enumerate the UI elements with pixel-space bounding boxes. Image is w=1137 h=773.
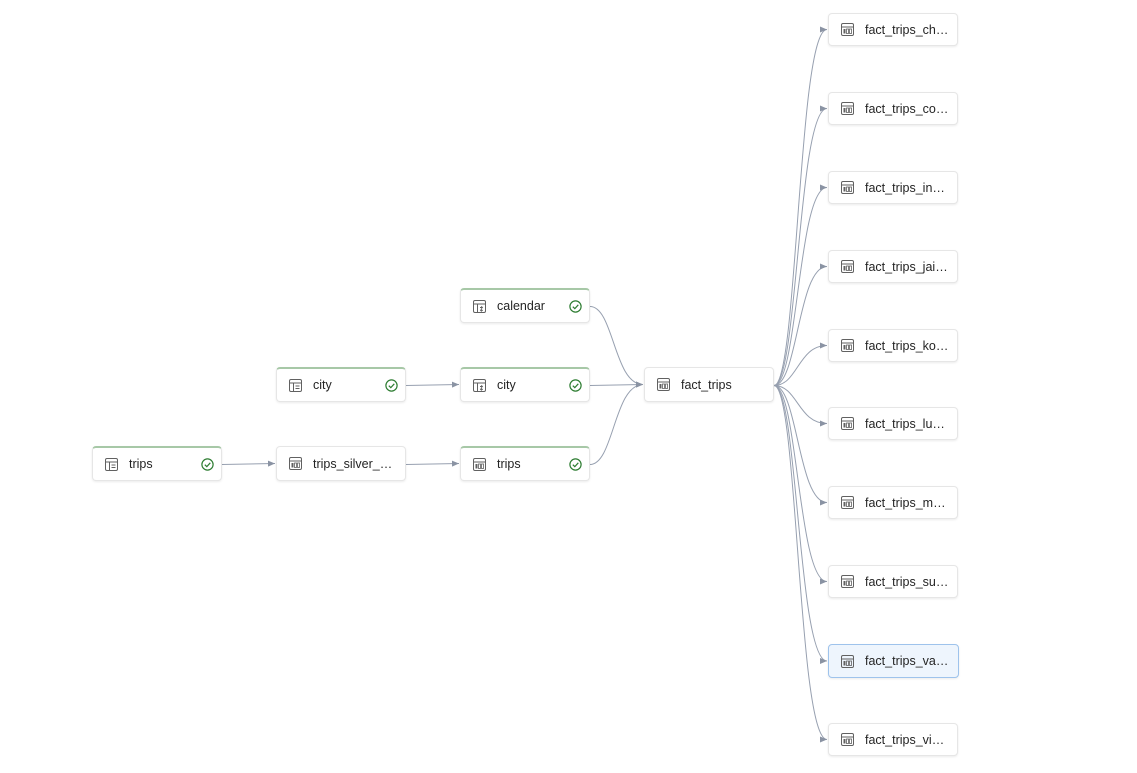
node-label: fact_trips_chandigarh [865, 22, 957, 37]
table-icon [287, 456, 303, 472]
table-icon [839, 338, 855, 354]
edge-fact_trips-to-out-5 [773, 385, 828, 427]
lookup-table-icon [471, 377, 487, 393]
node-fact-trips-visakhapatnam[interactable]: fact_trips_visakhapatnam [828, 723, 958, 756]
edge-fact_trips-to-out-0 [773, 26, 828, 386]
node-trips-source[interactable]: trips [92, 446, 222, 481]
edge-fact_trips-to-out-1 [773, 105, 828, 386]
edge-fact_trips-to-out-6 [773, 385, 828, 506]
node-label: fact_trips_surat [865, 574, 951, 589]
node-city[interactable]: city [460, 367, 590, 402]
node-label: city [497, 378, 516, 392]
node-label: fact_trips_kochi [865, 338, 952, 353]
edge-fact_trips-to-out-9 [773, 385, 828, 743]
table-icon [839, 495, 855, 511]
node-fact-trips-jaipur[interactable]: fact_trips_jaipur [828, 250, 958, 283]
table-icon [655, 377, 671, 393]
materialized-view-icon [287, 377, 303, 393]
lookup-table-icon [471, 298, 487, 314]
edge-trips_mid-to-fact_trips [589, 381, 644, 465]
table-icon [839, 416, 855, 432]
node-fact-trips-surat[interactable]: fact_trips_surat [828, 565, 958, 598]
edge-fact_trips-to-out-8 [773, 385, 828, 664]
edge-city_src-to-city_mid [405, 381, 460, 388]
node-fact-trips-kochi[interactable]: fact_trips_kochi [828, 329, 958, 362]
table-icon [839, 732, 855, 748]
node-label: trips [497, 457, 521, 471]
node-label: fact_trips_lucknow [865, 416, 957, 431]
node-label: fact_trips_jaipur [865, 259, 954, 274]
node-label: trips [129, 457, 153, 471]
edge-fact_trips-to-out-2 [773, 184, 828, 386]
edge-fact_trips-to-out-7 [773, 385, 828, 585]
edge-city_mid-to-fact_trips [589, 381, 644, 388]
node-label: trips_silver_staging [313, 456, 405, 471]
success-check-icon [384, 378, 398, 392]
node-trips-silver-staging[interactable]: trips_silver_staging [276, 446, 406, 481]
success-check-icon [568, 378, 582, 392]
node-label: calendar [497, 299, 545, 313]
node-fact-trips-vadodara[interactable]: fact_trips_vadodara [828, 644, 959, 678]
success-check-icon [568, 457, 582, 471]
table-icon [839, 101, 855, 117]
node-fact-trips-chandigarh[interactable]: fact_trips_chandigarh [828, 13, 958, 46]
table-icon [839, 259, 855, 275]
node-fact-trips-mysore[interactable]: fact_trips_mysore [828, 486, 958, 519]
table-icon [471, 456, 487, 472]
node-calendar[interactable]: calendar [460, 288, 590, 323]
table-icon [839, 22, 855, 38]
edge-calendar-to-fact_trips [589, 306, 644, 388]
edge-fact_trips-to-out-3 [773, 263, 828, 386]
node-fact-trips[interactable]: fact_trips [644, 367, 774, 402]
node-city-source[interactable]: city [276, 367, 406, 402]
node-label: fact_trips_indore [865, 180, 957, 195]
node-trips[interactable]: trips [460, 446, 590, 481]
node-label: fact_trips_visakhapatnam [865, 732, 957, 747]
node-fact-trips-lucknow[interactable]: fact_trips_lucknow [828, 407, 958, 440]
node-label: fact_trips [681, 377, 732, 392]
edge-trips_silver-to-trips_mid [405, 460, 460, 467]
table-icon [839, 180, 855, 196]
materialized-view-icon [103, 456, 119, 472]
node-label: fact_trips_vadodara [865, 654, 958, 668]
edge-fact_trips-to-out-4 [773, 342, 828, 386]
table-icon [839, 653, 855, 669]
node-label: city [313, 378, 332, 392]
node-fact-trips-indore[interactable]: fact_trips_indore [828, 171, 958, 204]
node-fact-trips-coimbatore[interactable]: fact_trips_coimbatore [828, 92, 958, 125]
node-label: fact_trips_mysore [865, 495, 957, 510]
success-check-icon [568, 299, 582, 313]
table-icon [839, 574, 855, 590]
node-label: fact_trips_coimbatore [865, 101, 957, 116]
edge-trips_src-to-trips_silver [221, 460, 276, 467]
success-check-icon [200, 457, 214, 471]
